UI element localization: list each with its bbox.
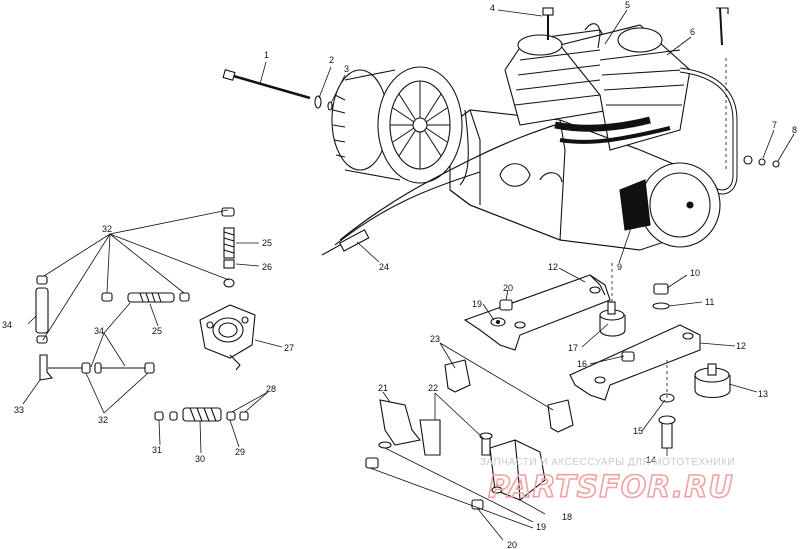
callout-10: 10 [690, 268, 700, 278]
callout-32-lower: 32 [98, 415, 108, 425]
bracket-set [365, 359, 574, 510]
callout-31: 31 [152, 445, 162, 455]
callout-24: 24 [379, 262, 389, 272]
engine-assembly [222, 7, 780, 256]
watermark-caption: ЗАПЧАСТИ И АКСЕССУАРЫ ДЛЯ МОТОТЕХНИКИ [480, 457, 735, 468]
callout-19-upper: 19 [472, 299, 482, 309]
callout-8: 8 [792, 125, 797, 135]
watermark-logo: PARTSFOR.RU [488, 470, 734, 505]
callout-4: 4 [490, 3, 495, 13]
callout-34-mid: 34 [94, 326, 104, 336]
callout-17: 17 [568, 343, 578, 353]
callout-15: 15 [633, 426, 643, 436]
watermark: ЗАПЧАСТИ И АКСЕССУАРЫ ДЛЯ МОТОТЕХНИКИ PA… [480, 457, 735, 506]
callout-21: 21 [378, 383, 388, 393]
callout-30: 30 [195, 454, 205, 464]
callout-25-lower: 25 [152, 326, 162, 336]
callout-33: 33 [14, 405, 24, 415]
callout-20-lower: 20 [507, 540, 517, 549]
callout-7: 7 [772, 120, 777, 130]
throttle-linkage-parts [35, 207, 256, 422]
callout-19-lower: 19 [536, 522, 546, 532]
callout-1: 1 [264, 50, 269, 60]
callout-12-upper: 12 [548, 262, 558, 272]
callout-22: 22 [428, 383, 438, 393]
callout-34-left: 34 [2, 320, 12, 330]
engine-mount-hardware [463, 260, 731, 449]
callout-32-upper: 32 [102, 224, 112, 234]
callout-2: 2 [329, 55, 334, 65]
callout-13: 13 [758, 389, 768, 399]
callout-11: 11 [705, 297, 714, 307]
callout-5: 5 [625, 0, 630, 10]
callout-20-upper: 20 [503, 283, 513, 293]
callout-6: 6 [690, 27, 695, 37]
callout-25-upper: 25 [262, 238, 272, 248]
callout-18: 18 [562, 512, 572, 522]
callout-26: 26 [262, 262, 272, 272]
callout-23: 23 [430, 334, 440, 344]
callout-9: 9 [617, 262, 622, 272]
callout-3: 3 [344, 64, 349, 74]
callout-16: 16 [577, 359, 587, 369]
callout-28: 28 [266, 384, 276, 394]
callout-14: 14 [646, 455, 656, 465]
callout-12-lower: 12 [736, 341, 746, 351]
callout-27: 27 [284, 343, 294, 353]
leader-lines [22, 9, 795, 541]
callout-29: 29 [235, 447, 245, 457]
